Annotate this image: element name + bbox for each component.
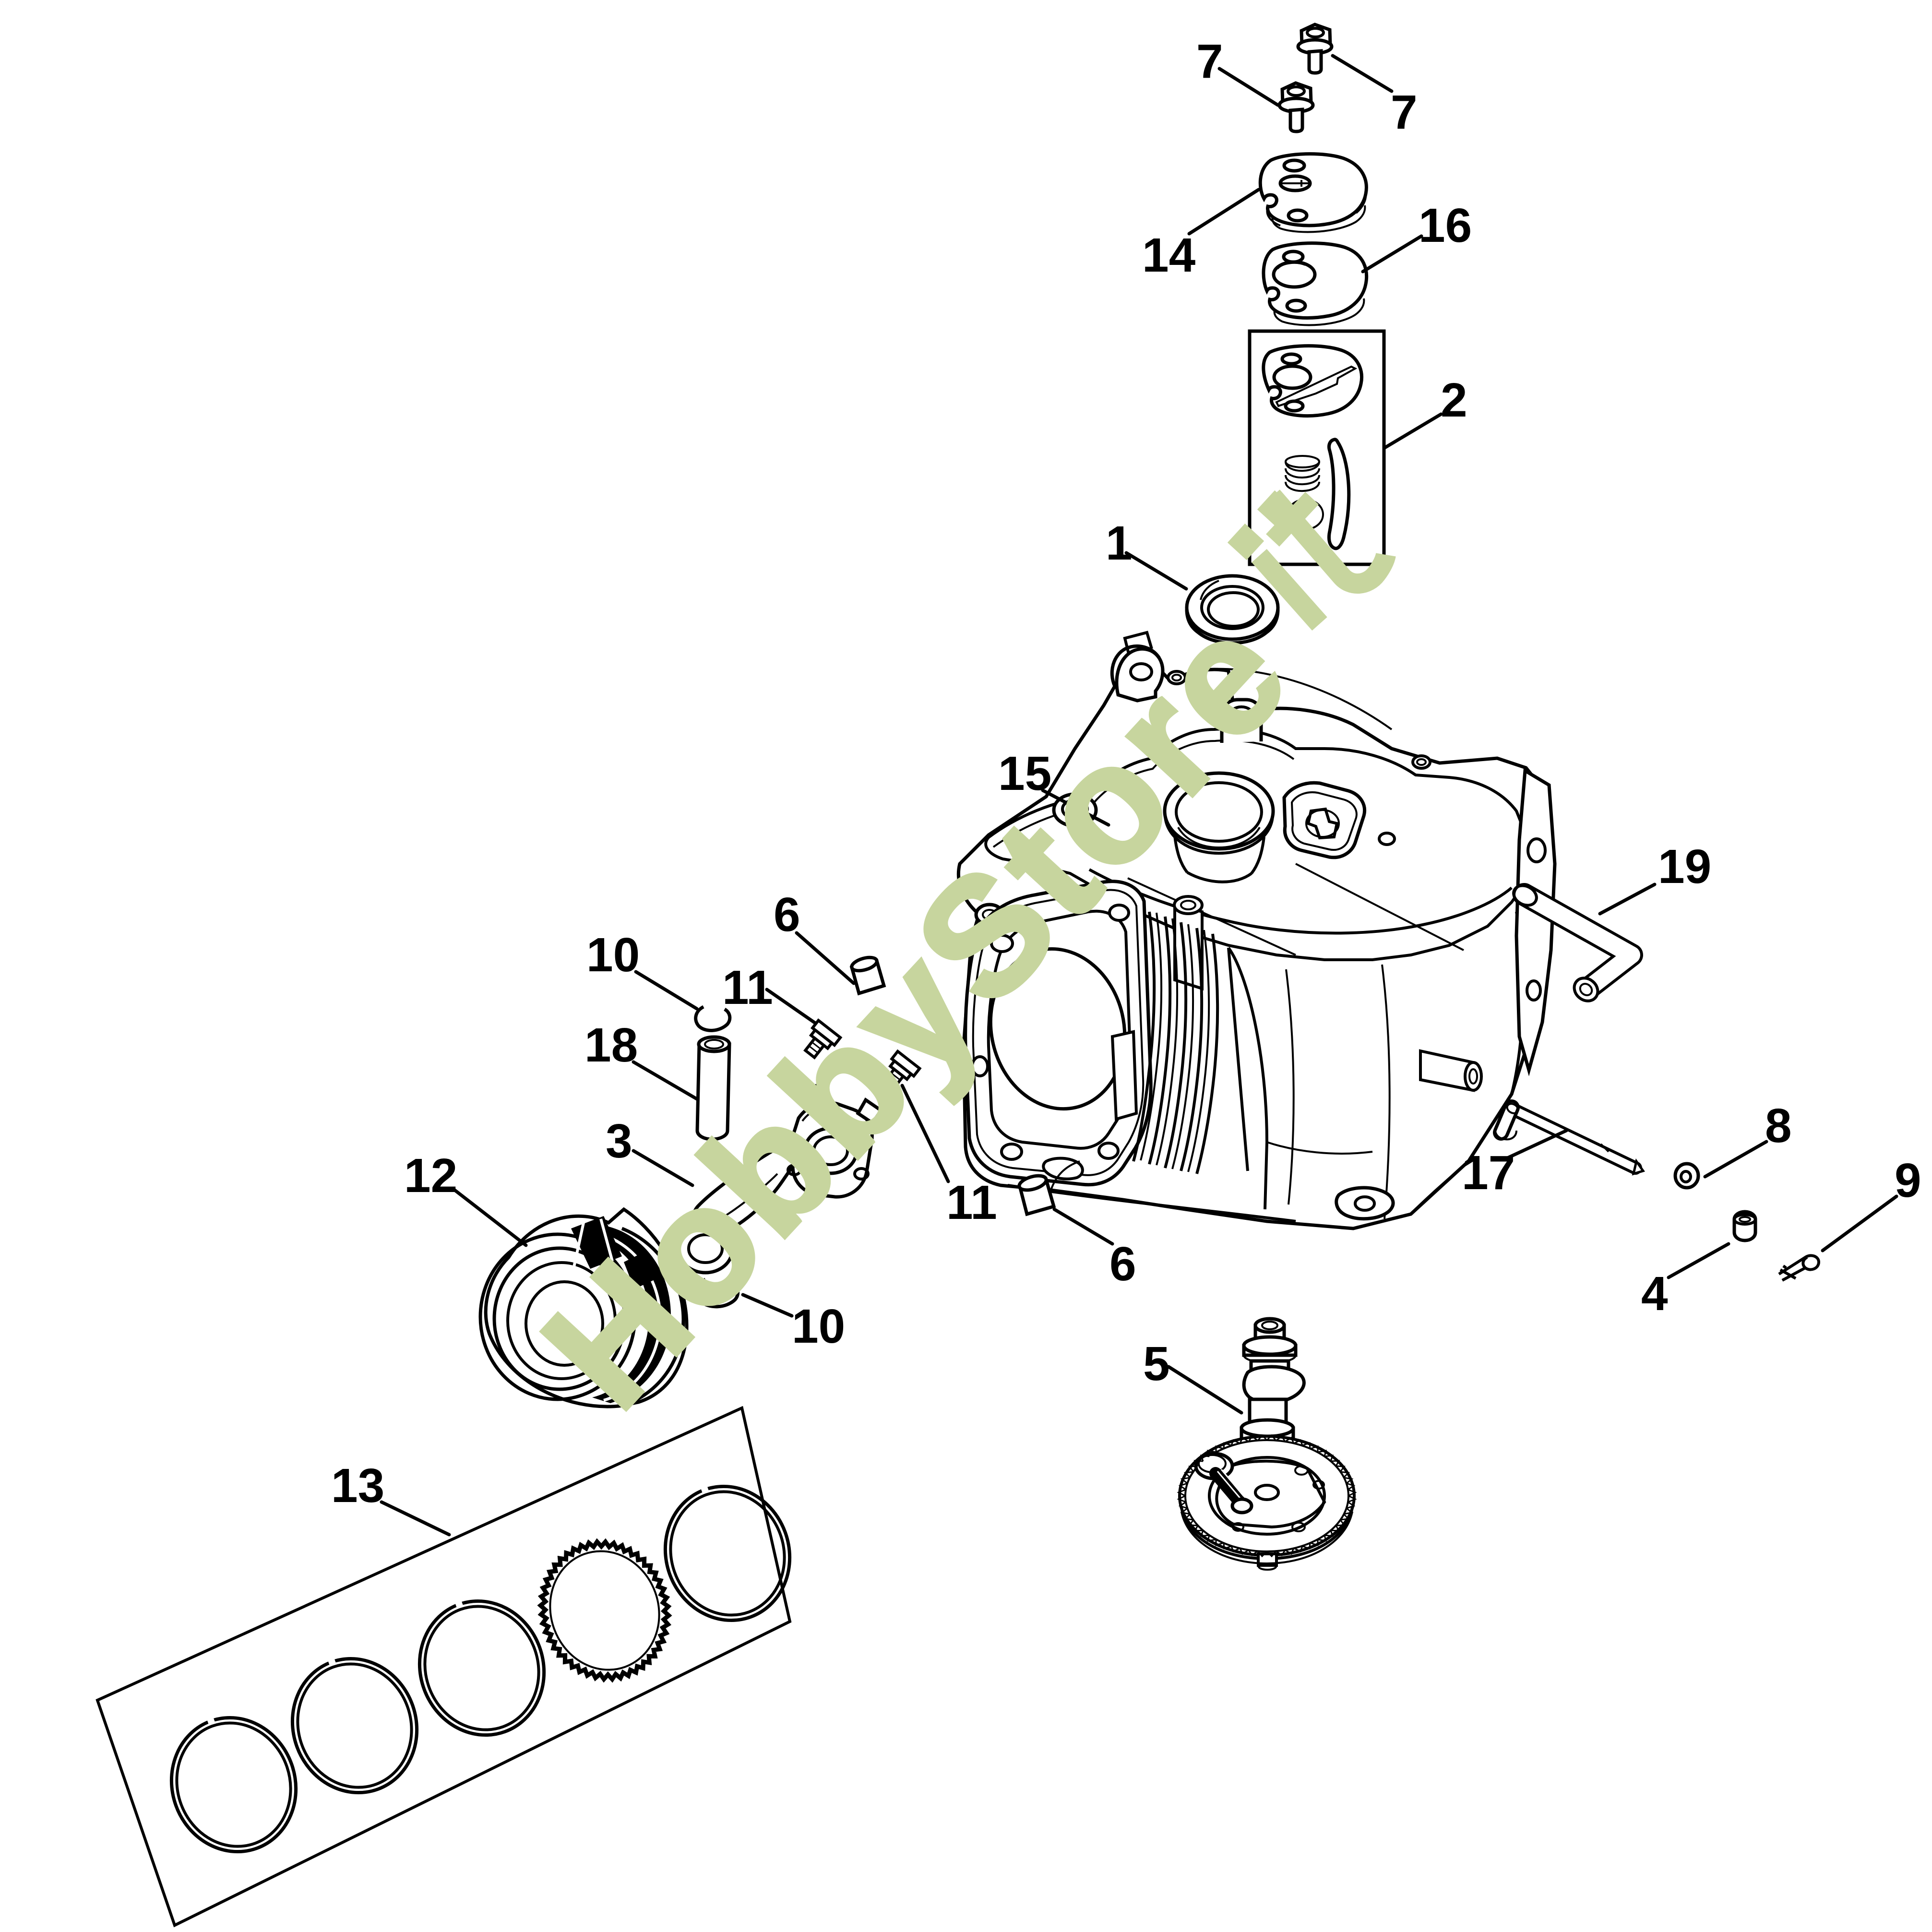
svg-text:10: 10 [586, 928, 640, 982]
svg-text:7: 7 [1196, 35, 1223, 88]
svg-text:4: 4 [1641, 1267, 1668, 1321]
svg-text:14: 14 [1142, 228, 1196, 282]
svg-text:5: 5 [1143, 1337, 1170, 1391]
svg-text:6: 6 [774, 888, 800, 942]
svg-text:2: 2 [1441, 373, 1467, 427]
svg-text:17: 17 [1462, 1146, 1515, 1200]
svg-text:9: 9 [1895, 1154, 1921, 1207]
svg-text:11: 11 [946, 1176, 997, 1229]
svg-text:6: 6 [1109, 1237, 1136, 1291]
svg-text:16: 16 [1419, 199, 1472, 252]
svg-text:10: 10 [792, 1300, 845, 1353]
svg-text:13: 13 [331, 1459, 384, 1513]
svg-text:12: 12 [404, 1149, 457, 1203]
svg-text:19: 19 [1658, 840, 1711, 894]
svg-text:1: 1 [1106, 516, 1133, 570]
svg-text:7: 7 [1391, 85, 1418, 139]
svg-text:18: 18 [584, 1018, 638, 1072]
svg-text:8: 8 [1765, 1099, 1792, 1153]
svg-text:15: 15 [998, 747, 1051, 800]
svg-text:3: 3 [606, 1114, 632, 1168]
svg-text:11: 11 [722, 961, 773, 1014]
